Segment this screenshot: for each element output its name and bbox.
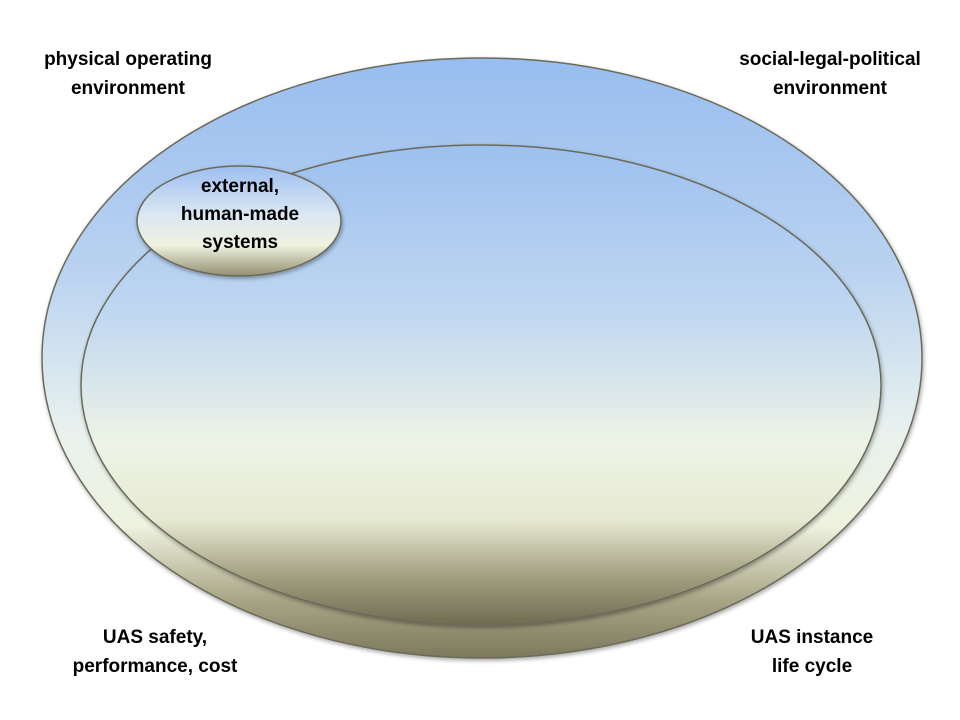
label-line: systems [201,232,279,253]
label-line: performance, cost [72,656,238,677]
label-line: UAS instance [750,627,874,648]
label-line: social-legal-political [739,49,921,70]
label-line: life cycle [771,656,853,677]
label-line: external, [200,176,280,197]
label-line: human-made [180,204,300,225]
label-line: UAS safety, [102,627,208,648]
external-systems-ellipse [136,165,342,277]
physical-operating-environment-label: physical operating environment [18,45,238,103]
label-line: physical operating [44,49,212,70]
uas-safety-performance-cost-label: UAS safety, performance, cost [45,623,265,681]
uas-instance-life-cycle-label: UAS instance life cycle [712,623,912,681]
label-line: environment [70,78,186,99]
external-human-made-systems-label: external, human-made systems [150,173,330,257]
social-legal-political-environment-label: social-legal-political environment [715,45,945,103]
label-line: environment [772,78,888,99]
